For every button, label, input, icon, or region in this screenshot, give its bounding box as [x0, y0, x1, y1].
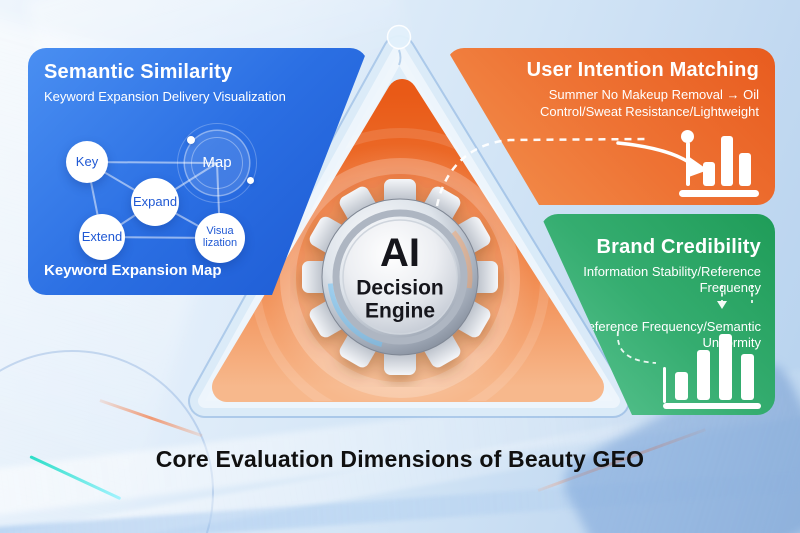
chart-bar — [719, 334, 732, 400]
panel-subtitle: Summer No Makeup Removal → Oil Control/S… — [540, 87, 759, 119]
triangle-apex-knob — [386, 24, 412, 50]
engine-label-decision: Decision — [356, 277, 444, 300]
arrowhead — [686, 156, 708, 178]
chart-bar — [739, 153, 751, 186]
engine-label-ai: AI — [380, 231, 420, 275]
node-label: Expand — [132, 194, 178, 210]
chart-base — [679, 190, 759, 197]
panel-user-intention-matching: User Intention Matching Summer No Makeup… — [446, 48, 775, 205]
map-ring — [191, 137, 243, 189]
panel-title: User Intention Matching — [526, 59, 759, 81]
node-label: Extend — [81, 229, 123, 245]
chart-bar — [741, 354, 754, 400]
panel-title: Semantic Similarity — [44, 61, 233, 83]
page-title: Core Evaluation Dimensions of Beauty GEO — [155, 446, 645, 472]
chart-base — [663, 403, 761, 409]
panel-header: Semantic Similarity Keyword Expansion De… — [28, 48, 368, 106]
panel-subtitle: Keyword Expansion Delivery Visualization — [44, 89, 286, 104]
node-label: Visua lization — [202, 225, 238, 249]
panel-caption: Keyword Expansion Map — [44, 262, 222, 279]
dashed-curve — [616, 330, 657, 364]
gear-icon: AI Decision Engine — [302, 179, 498, 375]
keyword-node-map: Map — [185, 131, 249, 195]
map-ring — [177, 123, 257, 203]
ai-decision-engine: AI Decision Engine — [290, 167, 510, 387]
dashed-flow-line — [435, 137, 649, 207]
arrowhead — [717, 301, 727, 309]
keyword-node-extend: Extend — [79, 214, 125, 260]
metric-primary: Information Stability/Reference Frequenc… — [583, 264, 761, 296]
decor-dot — [247, 177, 254, 184]
engine-label-engine: Engine — [365, 300, 435, 323]
chart-axis — [663, 367, 666, 403]
node-label: Key — [75, 154, 99, 170]
bar-chart-icon — [663, 329, 761, 409]
decor-dot — [187, 136, 195, 144]
keyword-node-visualization: Visua lization — [195, 213, 245, 263]
keyword-node-expand: Expand — [131, 178, 179, 226]
chart-bar — [675, 372, 688, 400]
curved-arrow-icon — [616, 141, 696, 168]
keyword-node-key: Key — [66, 141, 108, 183]
chart-bar — [703, 162, 715, 186]
panel-title: Brand Credibility — [596, 236, 761, 258]
chart-bar — [721, 136, 733, 186]
apex-knob-tail — [398, 49, 402, 66]
chart-bar — [697, 350, 710, 400]
panel-header: User Intention Matching Summer No Makeup… — [446, 48, 775, 121]
